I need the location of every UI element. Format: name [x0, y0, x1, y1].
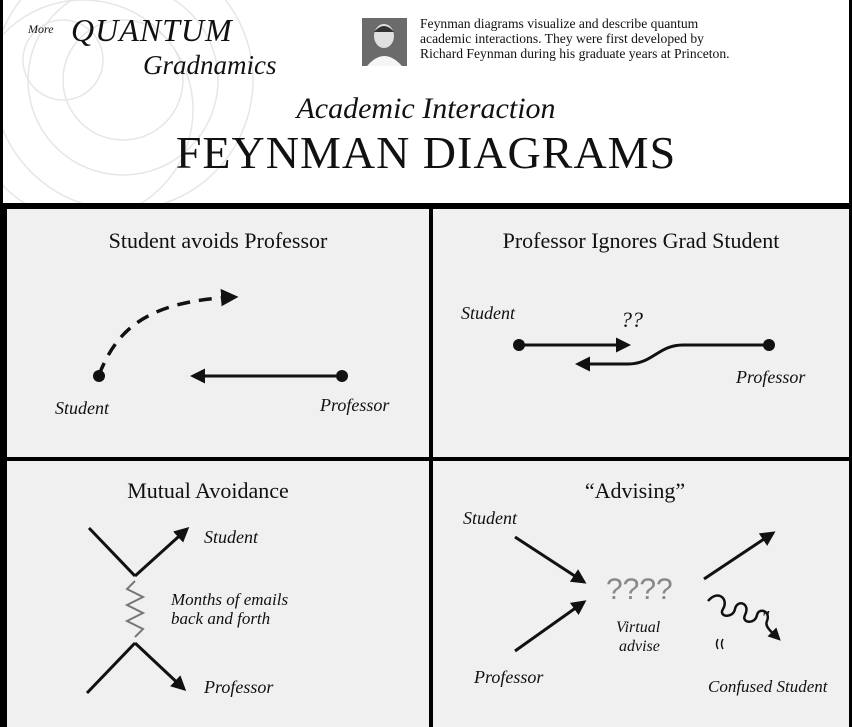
professor-arrow: [514, 600, 587, 653]
student-label: Student: [461, 303, 515, 323]
panel-title: Student avoids Professor: [108, 228, 328, 253]
professor-label: Professor: [736, 367, 806, 387]
virtual-label-line1: Virtual: [616, 619, 661, 636]
outgoing-arrow: [703, 531, 776, 581]
portrait-icon: [362, 18, 407, 66]
student-vertex: [93, 370, 105, 382]
advising-diagram: [514, 531, 781, 653]
virtual-label-line2: advise: [619, 638, 660, 655]
mutual-diagram: [85, 526, 190, 695]
incoming-line-bottom: [85, 641, 137, 695]
brand-prefix: More: [28, 22, 54, 36]
student-dashed-path: [97, 288, 239, 376]
professor-arrow: [133, 641, 187, 692]
feynman-portrait: [362, 18, 407, 66]
professor-vertex: [336, 370, 348, 382]
intro-text: Feynman diagrams visualize and describe …: [420, 16, 848, 61]
professor-label: Professor: [204, 677, 274, 697]
professor-path: [575, 343, 768, 372]
swirl-decoration: [3, 0, 254, 203]
student-vertex: [513, 339, 525, 351]
ignore-diagram: [513, 337, 775, 372]
professor-vertex: [763, 339, 775, 351]
brand-sub: Gradnamics: [143, 50, 277, 80]
student-arrow: [133, 526, 190, 578]
panel-advising: “Advising” Student ???? " Virtual advise…: [433, 461, 849, 727]
panel-title: “Advising”: [584, 478, 686, 503]
emails-label-line1: Months of emails: [171, 590, 289, 609]
intro-line: Richard Feynman during his graduate year…: [420, 46, 730, 61]
student-label: Student: [204, 527, 258, 547]
brand-main: QUANTUM: [71, 12, 233, 48]
confusion-squiggle: [715, 638, 724, 650]
quote-marks: ": [761, 607, 770, 629]
confused-spiral-path: [707, 594, 781, 641]
confused-student-label: Confused Student: [708, 677, 828, 696]
professor-label: Professor: [320, 395, 390, 415]
page-subtitle: Academic Interaction: [296, 92, 556, 125]
header-banner: More QUANTUM Gradnamics Feynman diagrams…: [3, 0, 849, 203]
panel-mutual-avoidance: Mutual Avoidance Student Months of email…: [7, 461, 429, 727]
confusion-marks: ??: [621, 307, 643, 332]
intro-line: academic interactions. They were first d…: [420, 31, 704, 46]
panel-title: Professor Ignores Grad Student: [502, 228, 780, 253]
panel-title: Mutual Avoidance: [127, 478, 289, 503]
professor-label: Professor: [474, 667, 544, 687]
student-arrow: [514, 535, 587, 584]
panel-student-avoids-professor: Student avoids Professor Student Profess…: [7, 209, 429, 457]
panel-professor-ignores-student: Professor Ignores Grad Student Student ?…: [433, 209, 849, 457]
incoming-line-top: [87, 526, 137, 578]
email-wavy-line: [124, 580, 146, 638]
intro-line: Feynman diagrams visualize and describe …: [420, 16, 699, 31]
student-label: Student: [463, 508, 517, 528]
unknown-text: ????: [606, 573, 673, 606]
emails-label-line2: back and forth: [171, 609, 271, 628]
avoid-diagram: [93, 288, 348, 384]
student-label: Student: [55, 398, 109, 418]
page-title: FEYNMAN DIAGRAMS: [175, 127, 677, 178]
